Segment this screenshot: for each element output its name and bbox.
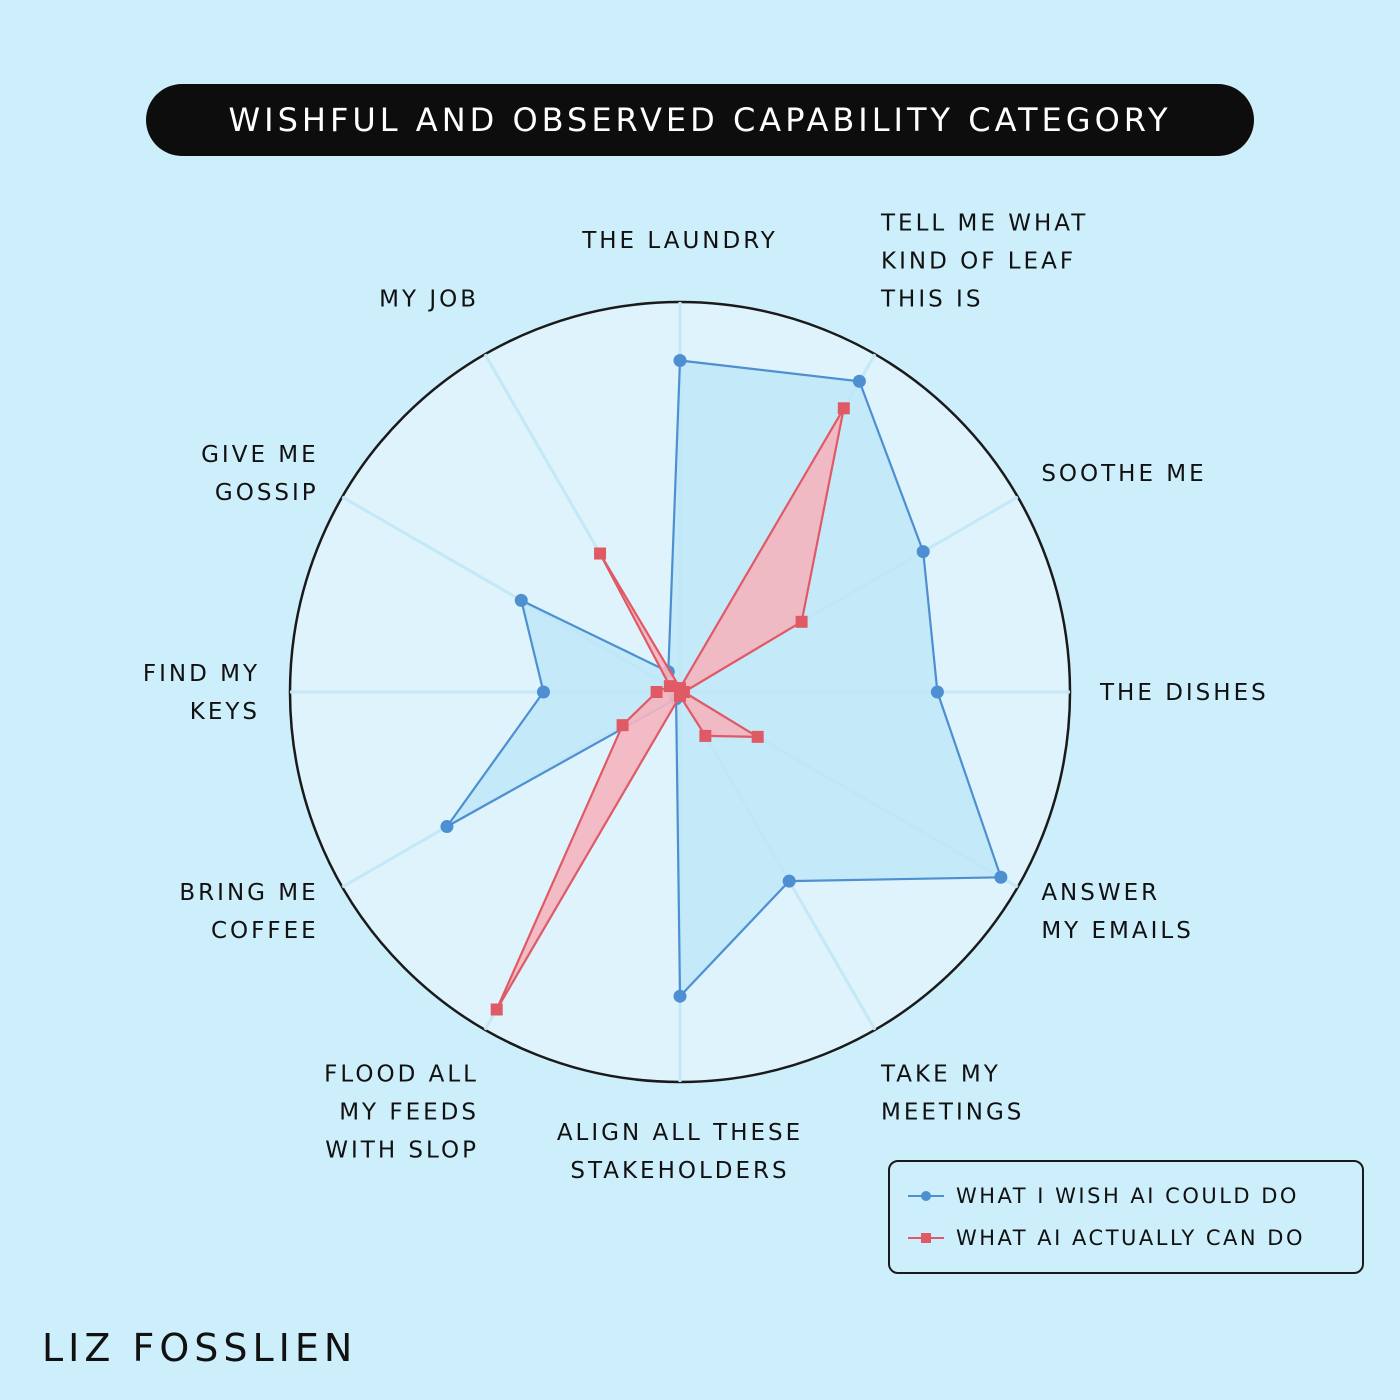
- wish-data-point: [537, 685, 550, 699]
- actual-data-point: [795, 615, 808, 628]
- category-label: TELL ME WHAT KIND OF LEAF THIS IS: [880, 211, 1088, 313]
- actual-data-point: [650, 686, 663, 698]
- category-label: BRING ME COFFEE: [179, 880, 318, 944]
- category-label-line: GIVE ME: [201, 442, 319, 468]
- category-label: SOOTHE ME: [1041, 461, 1206, 487]
- actual-data-point: [490, 1003, 503, 1016]
- wish-data-point: [440, 820, 454, 834]
- category-labels: THE LAUNDRY TELL ME WHAT KIND OF LEAF THIS …: [143, 211, 1269, 1184]
- category-label-line: MEETINGS: [881, 1099, 1024, 1125]
- category-label-line: THE LAUNDRY: [581, 228, 778, 254]
- category-label-line: ALIGN ALL THESE: [557, 1120, 803, 1146]
- category-label-line: STAKEHOLDERS: [570, 1158, 789, 1184]
- legend: WHAT I WISH AI COULD DO WHAT AI ACTUALLY…: [888, 1160, 1364, 1274]
- category-label: MY JOB: [379, 287, 479, 313]
- category-label: TAKE MY MEETINGS: [880, 1061, 1024, 1125]
- actual-data-point: [837, 402, 850, 415]
- legend-wish-marker-icon: [908, 1191, 944, 1201]
- wish-data-point: [852, 374, 866, 388]
- category-label: ALIGN ALL THESE STAKEHOLDERS: [557, 1120, 803, 1184]
- category-label-line: KIND OF LEAF: [881, 249, 1076, 275]
- category-label: THE LAUNDRY: [581, 228, 778, 254]
- actual-data-point: [699, 729, 712, 742]
- wish-data-point: [673, 354, 687, 367]
- wish-data-point: [930, 685, 944, 699]
- chart-title: WISHFUL AND OBSERVED CAPABILITY CATEGORY: [146, 84, 1254, 156]
- category-label-line: SOOTHE ME: [1041, 461, 1206, 487]
- category-label-line: FLOOD ALL: [324, 1061, 479, 1087]
- legend-item-wish: WHAT I WISH AI COULD DO: [908, 1184, 1299, 1208]
- wish-data-point: [673, 989, 687, 1003]
- category-label-line: MY JOB: [379, 287, 479, 313]
- category-label-line: GOSSIP: [215, 480, 319, 506]
- category-label: THE DISHES: [1099, 680, 1269, 706]
- category-label-line: TELL ME WHAT: [880, 211, 1088, 237]
- category-label: GIVE ME GOSSIP: [201, 442, 319, 506]
- wish-data-point: [514, 593, 528, 607]
- legend-item-actual: WHAT AI ACTUALLY CAN DO: [908, 1226, 1305, 1250]
- category-label-line: KEYS: [190, 699, 260, 725]
- legend-actual-label: WHAT AI ACTUALLY CAN DO: [956, 1226, 1305, 1250]
- category-label-line: THIS IS: [880, 287, 983, 313]
- actual-data-point: [594, 547, 607, 560]
- wish-data-point: [782, 874, 796, 888]
- category-label-line: MY FEEDS: [339, 1099, 479, 1125]
- actual-data-point: [616, 719, 629, 732]
- legend-actual-marker-icon: [908, 1233, 944, 1243]
- category-label: FIND MY KEYS: [143, 661, 260, 725]
- category-label-line: THE DISHES: [1099, 680, 1269, 706]
- actual-data-point: [751, 730, 764, 743]
- category-label-line: COFFEE: [211, 918, 319, 944]
- wish-data-point: [994, 870, 1008, 884]
- category-label: FLOOD ALL MY FEEDS WITH SLOP: [324, 1061, 479, 1163]
- category-label: ANSWER MY EMAILS: [1041, 880, 1194, 944]
- artist-signature: LIZ FOSSLIEN: [42, 1326, 358, 1370]
- legend-wish-label: WHAT I WISH AI COULD DO: [956, 1184, 1299, 1208]
- category-label-line: FIND MY: [143, 661, 260, 687]
- actual-data-point: [674, 689, 686, 702]
- actual-data-point: [663, 680, 676, 693]
- category-label-line: BRING ME: [179, 880, 318, 906]
- category-label-line: TAKE MY: [880, 1061, 1001, 1087]
- category-label-line: ANSWER: [1041, 880, 1160, 906]
- category-label-line: MY EMAILS: [1041, 918, 1194, 944]
- wish-data-point: [916, 545, 930, 559]
- category-label-line: WITH SLOP: [325, 1137, 479, 1163]
- series-layer: [440, 354, 1008, 1016]
